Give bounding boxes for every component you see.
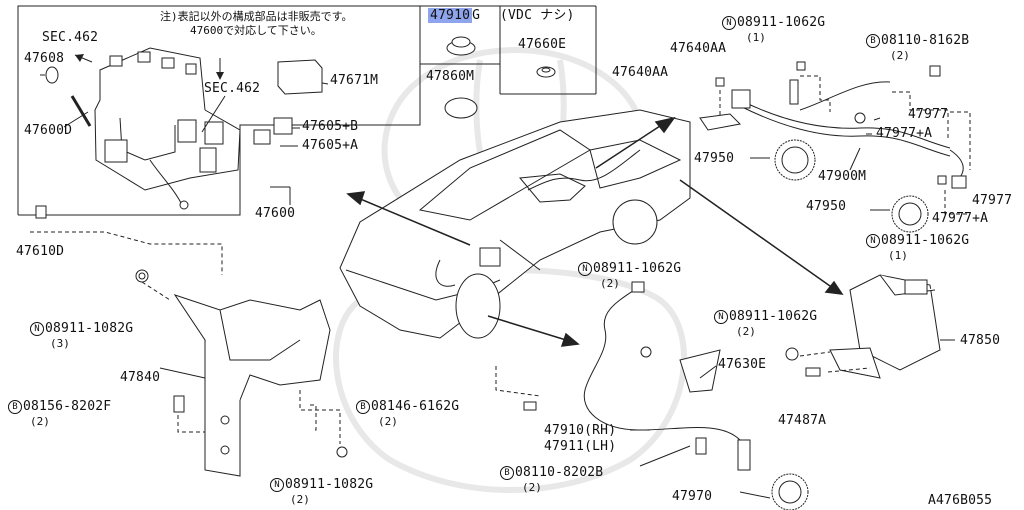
sec462-label-b[interactable]: SEC.462	[204, 81, 261, 96]
part-47640AA-a-label[interactable]: 47640AA	[670, 41, 727, 56]
part-47640AA-b-label[interactable]: 47640AA	[612, 65, 669, 80]
module-box-outline	[17, 5, 421, 216]
relay-47605A	[253, 129, 271, 145]
relay-47671M	[277, 59, 323, 95]
qty-label: (2)	[600, 277, 620, 290]
part-number-text: 08911-1062G	[737, 15, 826, 30]
qty-label: (2)	[378, 415, 398, 428]
part-47671M-label[interactable]: 47671M	[330, 73, 379, 88]
bolt-symbol-icon: B	[866, 34, 880, 48]
part-number-text: 08146-6162G	[371, 399, 460, 414]
part-47977-a-label[interactable]: 47977	[908, 107, 949, 122]
grommet-boxes	[420, 5, 597, 95]
sec462-label-a[interactable]: SEC.462	[42, 30, 99, 45]
qty-label: (2)	[736, 325, 756, 338]
nut-symbol-icon: N	[722, 16, 736, 30]
part-47600-label[interactable]: 47600	[255, 206, 296, 221]
note-line-1: 注)表記以外の構成部品は非販売です。	[160, 10, 353, 23]
qty-label: (1)	[746, 31, 766, 44]
part-47600D-label[interactable]: 47600D	[24, 123, 73, 138]
part-47610D-label[interactable]: 47610D	[16, 244, 65, 259]
part-number-text: 08911-1062G	[593, 261, 682, 276]
part-47977A-a-label[interactable]: 47977+A	[876, 126, 933, 141]
part-47630E-label[interactable]: 47630E	[718, 357, 767, 372]
part-number-text: 08911-1082G	[285, 477, 374, 492]
nut-symbol-icon: N	[270, 478, 284, 492]
part-number-text: 08110-8202B	[515, 465, 604, 480]
bolt-symbol-icon: B	[356, 400, 370, 414]
part-47977-b-label[interactable]: 47977	[972, 193, 1013, 208]
plug-47860M	[444, 97, 478, 119]
part-number-text: 08110-8162B	[881, 33, 970, 48]
highlighted-part-number[interactable]: 47910	[428, 8, 473, 23]
grommet-47608	[45, 66, 59, 84]
sensor-rotor-47950	[774, 139, 929, 233]
part-number-text: 08911-1062G	[729, 309, 818, 324]
highlighted-part-suffix: G	[472, 8, 481, 23]
qty-label: (3)	[50, 337, 70, 350]
abs-actuator-drawing	[94, 47, 241, 210]
note-line-2: 47600で対応して下さい。	[190, 24, 322, 37]
part-47605B-label[interactable]: 47605+B	[302, 119, 359, 134]
qty-label: (1)	[888, 249, 908, 262]
part-47608-label[interactable]: 47608	[24, 51, 65, 66]
part-47840-label[interactable]: 47840	[120, 370, 161, 385]
car-outline	[339, 109, 691, 339]
part-47487A-label[interactable]: 47487A	[778, 413, 827, 428]
part-47910RH-label[interactable]: 47910(RH)	[544, 423, 617, 438]
qty-label: (2)	[290, 493, 310, 506]
control-unit-47850	[829, 274, 941, 379]
nut-symbol-icon: N	[578, 262, 592, 276]
part-number-text: 08911-1082G	[45, 321, 134, 336]
part-47660E-label[interactable]: 47660E	[518, 37, 567, 52]
qty-label: (2)	[890, 49, 910, 62]
pointer-arrows	[346, 116, 844, 347]
part-number-text: 08156-8202F	[23, 399, 112, 414]
wheel-sensor-front	[583, 281, 809, 510]
qty-label: (2)	[30, 415, 50, 428]
part-47950-b-label[interactable]: 47950	[806, 199, 847, 214]
stud-47600D	[70, 95, 92, 127]
part-47911LH-label[interactable]: 47911(LH)	[544, 439, 617, 454]
bolt-symbol-icon: B	[500, 466, 514, 480]
bracket-47840	[173, 294, 331, 477]
nut-symbol-icon: N	[714, 310, 728, 324]
vdc-note: (VDC ナシ)	[500, 8, 575, 23]
sensor-harness-47900M	[699, 81, 967, 189]
part-47900M-label[interactable]: 47900M	[818, 169, 867, 184]
part-47970-label[interactable]: 47970	[672, 489, 713, 504]
part-47850-label[interactable]: 47850	[960, 333, 1001, 348]
part-47950-a-label[interactable]: 47950	[694, 151, 735, 166]
part-47605A-label[interactable]: 47605+A	[302, 138, 359, 153]
part-number-text: 08911-1062G	[881, 233, 970, 248]
bolt-symbol-icon: B	[8, 400, 22, 414]
qty-label: (2)	[522, 481, 542, 494]
nut-symbol-icon: N	[866, 234, 880, 248]
relay-47605B	[273, 117, 293, 135]
part-47860M-label[interactable]: 47860M	[426, 69, 475, 84]
diagram-id: A476B055	[928, 493, 993, 508]
part-47977A-b-label[interactable]: 47977+A	[932, 211, 989, 226]
nut-symbol-icon: N	[30, 322, 44, 336]
